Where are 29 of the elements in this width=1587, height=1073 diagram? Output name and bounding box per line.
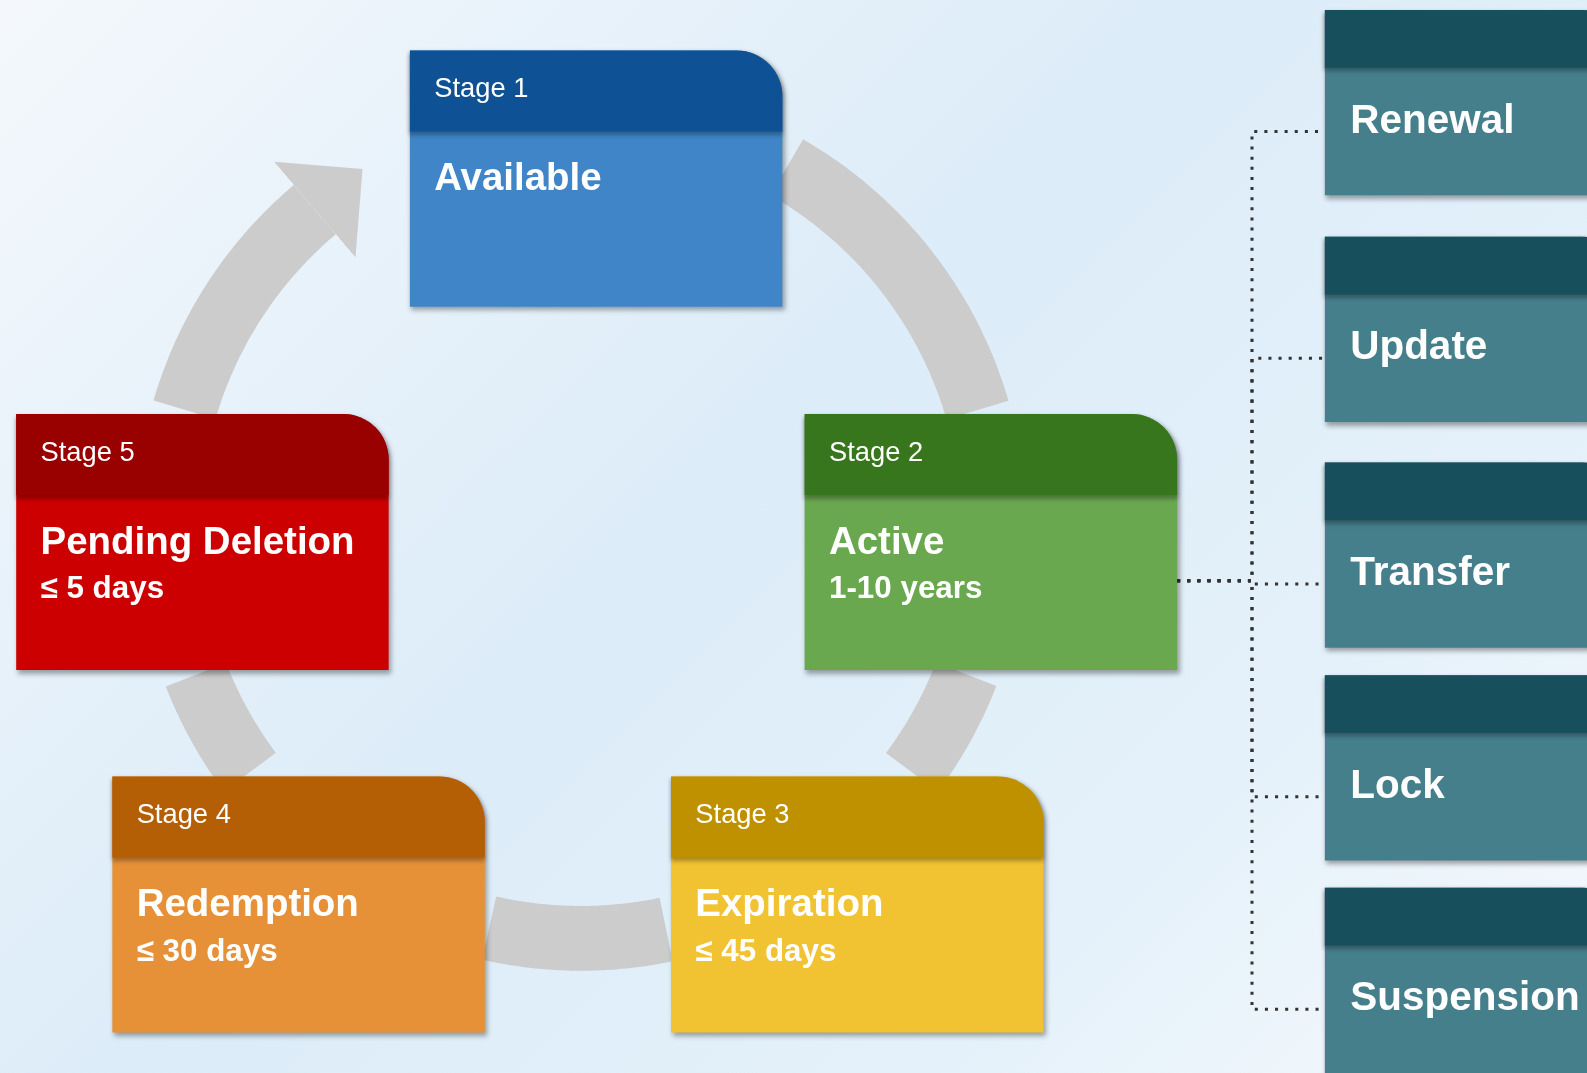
stage-label: Stage 1 [409,50,783,132]
action-label: Update [1350,322,1488,369]
action-label: Suspension [1350,973,1580,1020]
stage-card [16,414,389,671]
duration-text: ≤ 45 days [695,932,837,969]
duration-text: 1-10 years [828,569,983,607]
stage-card [804,414,1178,671]
stage-card [112,776,485,1033]
action-card [1324,10,1587,196]
stage-title: Expiration [695,881,884,926]
stage-title: Pending Deletion [40,519,355,563]
stage-title: Redemption [136,881,359,926]
action-card [1324,236,1587,423]
action-card [1324,887,1587,1073]
stage-card [409,50,783,307]
stage-title: Active [828,519,945,563]
action-label: Lock [1350,761,1445,807]
action-label: Renewal [1350,96,1515,142]
stage-label: Stage 3 [671,776,1044,858]
action-card [1324,462,1587,648]
stage-label: Stage 4 [112,776,485,858]
duration-text: ≤ 5 days [40,569,165,607]
stage-label: Stage 2 [804,414,1178,495]
stage-card [671,776,1044,1033]
stage-title: Available [434,155,602,200]
action-label: Transfer [1350,548,1510,595]
action-card [1324,675,1587,861]
stage-label: Stage 5 [16,414,389,495]
duration-text: ≤ 30 days [136,932,278,969]
